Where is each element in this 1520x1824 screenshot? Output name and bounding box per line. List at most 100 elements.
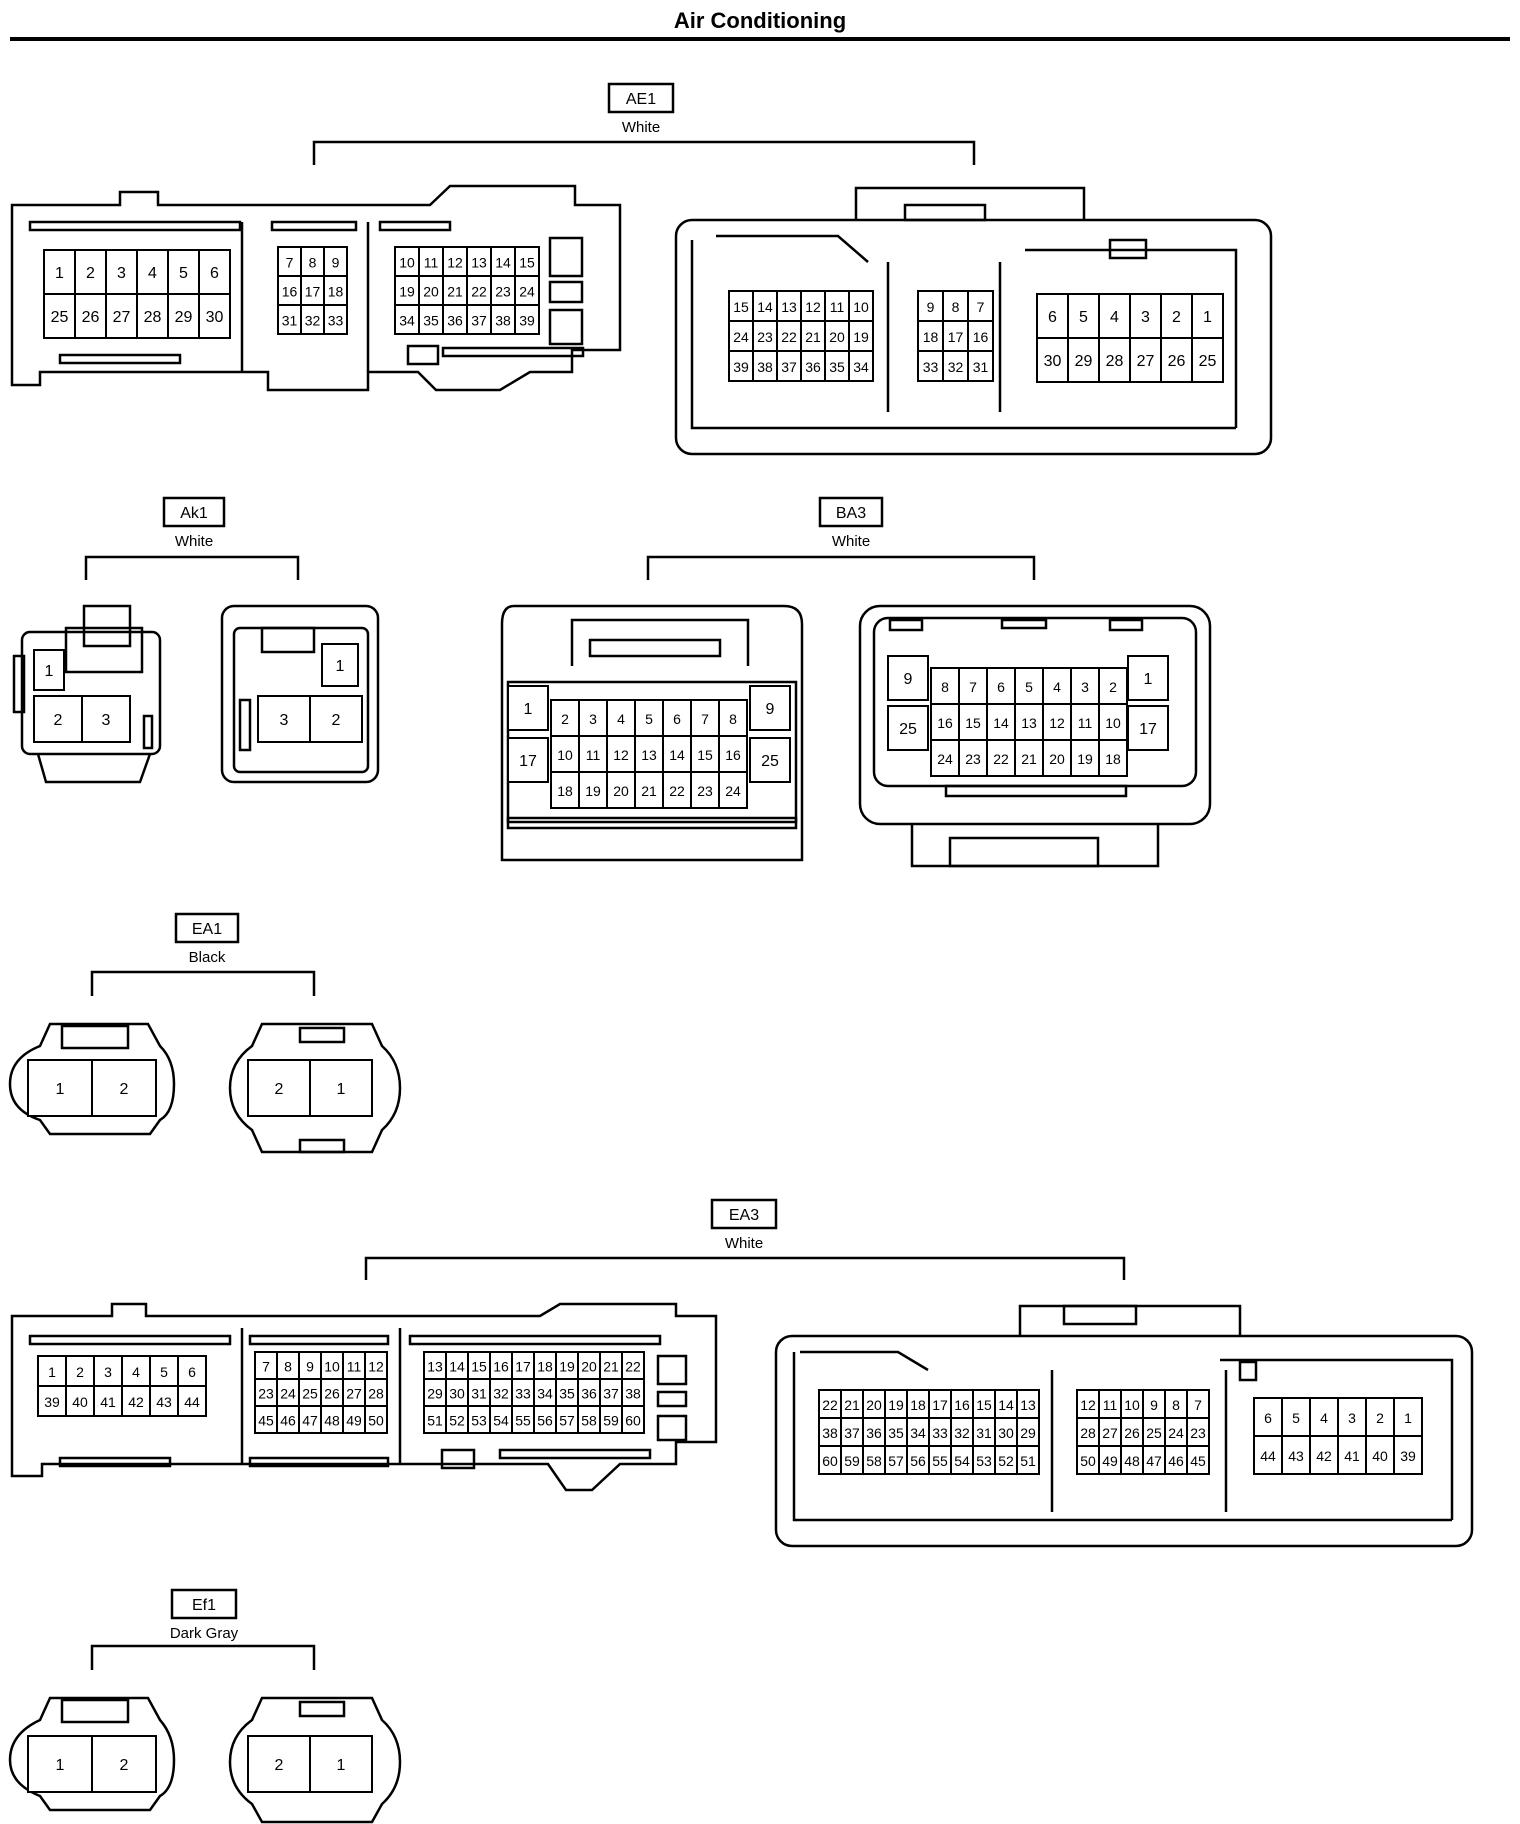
pin-cell: 24	[276, 1378, 300, 1407]
pin-cell: 16	[967, 320, 994, 352]
pin-number: 8	[309, 255, 317, 271]
pin-cell: 41	[93, 1385, 123, 1417]
pin-number: 12	[613, 747, 629, 763]
pin-number: 3	[117, 265, 126, 282]
pin-number: 39	[519, 313, 535, 329]
pin-number: 53	[976, 1453, 992, 1469]
pin-cell: 2	[91, 1735, 157, 1793]
ba3-label-group	[646, 496, 1036, 580]
pin-cell: 40	[1365, 1435, 1395, 1475]
pin-number: 32	[948, 359, 964, 375]
pin-cell: 1	[309, 1059, 373, 1117]
pin-cell: 12	[606, 735, 636, 773]
pin-cell: 31	[972, 1417, 996, 1447]
pin-cell: 4	[1042, 667, 1072, 705]
pin-cell: 10	[1120, 1389, 1144, 1419]
pin-cell: 19	[884, 1389, 908, 1419]
pin-cell: 44	[177, 1385, 207, 1417]
pin-cell: 9	[887, 655, 929, 701]
pin-cell: 11	[1070, 703, 1100, 741]
pin-number: 12	[1080, 1397, 1096, 1413]
pin-cell: 32	[300, 304, 325, 335]
pin-number: 13	[471, 255, 487, 271]
pin-number: 16	[725, 747, 741, 763]
pin-number: 17	[515, 1359, 531, 1375]
pin-number: 23	[258, 1386, 274, 1402]
pin-number: 6	[1264, 1410, 1272, 1426]
pin-cell: 12	[364, 1351, 388, 1380]
pin-cell: 24	[718, 771, 748, 809]
ak1-left-housing	[12, 604, 162, 784]
pin-number: 9	[766, 701, 775, 718]
pin-cell: 38	[621, 1378, 645, 1407]
ae1-right-housing	[674, 186, 1273, 456]
pin-number: 34	[853, 359, 869, 375]
pin-cell: 2	[309, 695, 363, 743]
pin-cell: 25	[1142, 1417, 1166, 1447]
pin-number: 20	[866, 1397, 882, 1413]
pin-number: 10	[1105, 715, 1121, 731]
pin-number: 46	[1168, 1453, 1184, 1469]
pin-number: 29	[1075, 353, 1093, 370]
ea3-left-housing	[10, 1302, 718, 1492]
pin-number: 23	[1190, 1425, 1206, 1441]
pin-cell: 21	[634, 771, 664, 809]
pin-number: 7	[1194, 1397, 1202, 1413]
page-title: Air Conditioning	[673, 8, 847, 33]
pin-cell: 56	[533, 1405, 557, 1434]
pin-number: 45	[1190, 1453, 1206, 1469]
pin-number: 27	[1102, 1425, 1118, 1441]
pin-cell: 12	[442, 246, 468, 277]
pin-cell: 59	[840, 1445, 864, 1475]
pin-number: 15	[976, 1397, 992, 1413]
pin-number: 53	[471, 1413, 487, 1429]
pin-cell: 20	[606, 771, 636, 809]
pin-number: 8	[941, 679, 949, 695]
pin-number: 17	[932, 1397, 948, 1413]
pin-cell: 53	[467, 1405, 491, 1434]
pin-number: 15	[519, 255, 535, 271]
connector-color: Dark Gray	[170, 1625, 239, 1642]
pin-cell: 49	[342, 1405, 366, 1434]
pin-cell: 36	[862, 1417, 886, 1447]
pin-cell: 52	[994, 1445, 1018, 1475]
pin-cell: 1	[27, 1735, 93, 1793]
pin-cell: 3	[257, 695, 311, 743]
pin-cell: 5	[1281, 1397, 1311, 1437]
pin-cell: 11	[342, 1351, 366, 1380]
pin-number: 19	[888, 1397, 904, 1413]
pin-cell: 37	[599, 1378, 623, 1407]
pin-number: 3	[104, 1364, 112, 1380]
pin-cell: 6	[986, 667, 1016, 705]
pin-cell: 12	[1042, 703, 1072, 741]
pin-number: 14	[993, 715, 1009, 731]
pin-number: 13	[1020, 1397, 1036, 1413]
pin-cell: 15	[972, 1389, 996, 1419]
pin-number: 9	[332, 255, 340, 271]
ea1-label-group	[90, 912, 316, 996]
pin-number: 44	[1260, 1448, 1276, 1464]
pin-cell: 7	[1186, 1389, 1210, 1419]
pin-cell: 38	[752, 350, 778, 382]
pin-number: 34	[399, 313, 415, 329]
pin-cell: 2	[1365, 1397, 1395, 1437]
ea3-right-housing	[774, 1304, 1474, 1548]
connector-color: Black	[189, 949, 226, 966]
pin-number: 6	[1048, 309, 1057, 326]
pin-number: 2	[275, 1757, 284, 1774]
pin-number: 23	[697, 783, 713, 799]
pin-cell: 51	[423, 1405, 447, 1434]
pin-number: 46	[280, 1413, 296, 1429]
pin-number: 22	[993, 751, 1009, 767]
pin-number: 1	[1404, 1410, 1412, 1426]
pin-number: 28	[144, 309, 162, 326]
pin-cell: 45	[1186, 1445, 1210, 1475]
pin-cell: 28	[1076, 1417, 1100, 1447]
pin-cell: 7	[254, 1351, 278, 1380]
pin-number: 49	[1102, 1453, 1118, 1469]
pin-cell: 23	[752, 320, 778, 352]
pin-number: 20	[829, 329, 845, 345]
pin-cell: 6	[177, 1355, 207, 1387]
pin-cell: 17	[511, 1351, 535, 1380]
pin-cell: 2	[74, 249, 107, 295]
